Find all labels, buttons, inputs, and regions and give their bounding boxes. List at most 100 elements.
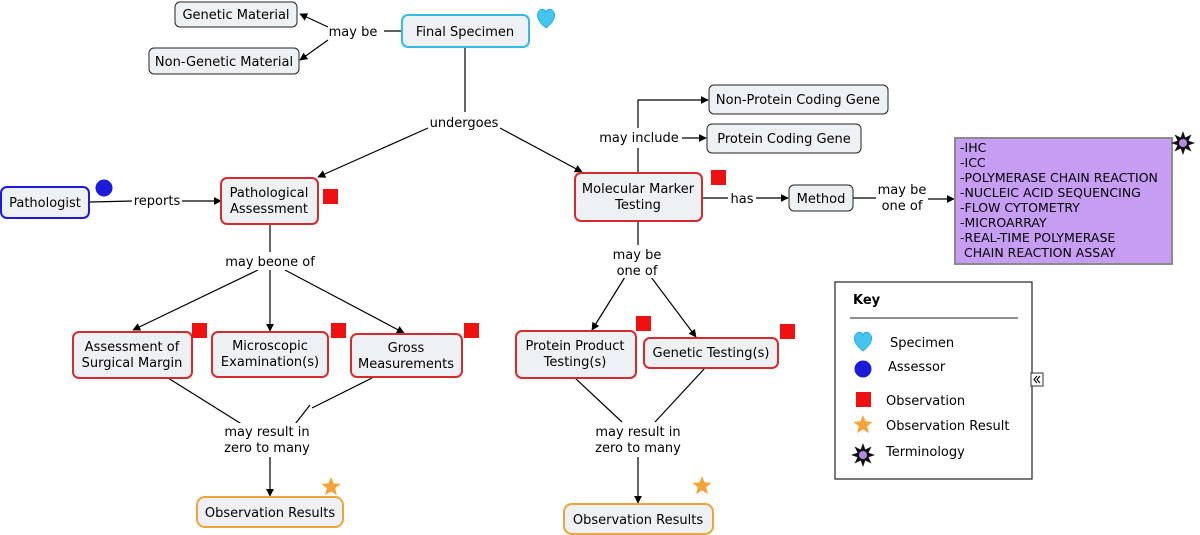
terminology-item: -REAL-TIME POLYMERASE <box>960 230 1115 245</box>
node-label-line1: Gross <box>388 341 425 356</box>
node-method[interactable]: Method <box>788 184 854 212</box>
connector <box>89 200 133 203</box>
node-label-line2: Surgical Margin <box>82 356 183 371</box>
connector <box>299 39 329 61</box>
key-label-observation-result: Observation Result <box>886 419 1009 434</box>
node-label: Pathologist <box>9 196 81 211</box>
node-label-line2: Examination(s) <box>221 355 319 370</box>
node-label: Non-Genetic Material <box>155 55 293 70</box>
connector <box>574 377 623 423</box>
node-assessment-surgical-margin[interactable]: Assessment of Surgical Margin <box>72 331 193 379</box>
node-molecular-marker-testing[interactable]: Molecular Marker Testing <box>574 172 703 222</box>
key-title: Key <box>853 293 881 308</box>
connector <box>132 269 259 331</box>
square-icon <box>636 316 651 331</box>
node-non-genetic-material[interactable]: Non-Genetic Material <box>148 47 300 75</box>
node-label: Genetic Material <box>182 8 289 23</box>
node-observation-results-left[interactable]: Observation Results <box>196 496 344 528</box>
circle-icon <box>854 360 872 378</box>
node-label: Genetic Testing(s) <box>653 346 770 361</box>
connector <box>591 276 626 331</box>
node-genetic-material[interactable]: Genetic Material <box>174 1 298 28</box>
node-label-line2: Testing <box>614 198 661 213</box>
link-label-may-be-one-of-method-line1: may be <box>878 183 927 198</box>
link-label-may-include: may include <box>599 131 679 146</box>
connector <box>317 127 429 178</box>
star-icon <box>321 477 341 496</box>
circle-icon <box>95 179 113 197</box>
key-legend: Key Specimen Assessor Observation Observ… <box>834 281 1033 480</box>
terminology-item: -ICC <box>960 155 986 170</box>
link-labels: may be undergoes reports may include has… <box>132 22 928 457</box>
connector <box>299 13 329 28</box>
node-label-line1: Assessment of <box>85 340 180 355</box>
node-label-line1: Pathological <box>230 186 309 201</box>
node-label: Method <box>797 192 846 207</box>
connector <box>284 269 405 334</box>
connector <box>167 377 249 429</box>
node-observation-results-right[interactable]: Observation Results <box>563 503 714 535</box>
star-icon <box>692 476 712 495</box>
node-non-protein-coding-gene[interactable]: Non-Protein Coding Gene <box>708 84 889 115</box>
node-label: Final Specimen <box>416 25 514 40</box>
link-label-may-result-right-line2: zero to many <box>595 441 681 456</box>
connector <box>654 367 706 423</box>
link-label-may-beone-of: may beone of <box>225 255 315 270</box>
square-icon <box>192 323 207 338</box>
node-protein-coding-gene[interactable]: Protein Coding Gene <box>706 123 862 154</box>
connector <box>650 276 697 338</box>
link-label-may-be-one-of-molecular-line2: one of <box>617 264 658 279</box>
connector <box>499 127 583 173</box>
heart-icon <box>853 331 873 352</box>
node-protein-product-testing[interactable]: Protein Product Testing(s) <box>515 330 637 379</box>
square-icon <box>464 323 479 338</box>
node-microscopic-examination[interactable]: Microscopic Examination(s) <box>211 331 329 378</box>
star-icon <box>853 415 873 434</box>
node-label: Non-Protein Coding Gene <box>716 93 880 108</box>
node-label-line1: Microscopic <box>232 339 308 354</box>
link-label-may-be-one-of-molecular-line1: may be <box>613 248 662 263</box>
link-label-may-be: may be <box>329 25 378 40</box>
node-icons <box>95 8 1195 496</box>
key-label-terminology: Terminology <box>885 445 965 460</box>
node-genetic-testing[interactable]: Genetic Testing(s) <box>643 337 779 369</box>
node-label-line2: Testing(s) <box>543 355 607 370</box>
square-icon <box>780 324 795 339</box>
heart-icon <box>536 8 556 29</box>
terminology-item: -IHC <box>960 140 987 155</box>
node-method-terminology-list[interactable]: -IHC -ICC -POLYMERASE CHAIN REACTION -NU… <box>954 137 1173 265</box>
node-label-line2: Assessment <box>230 202 308 217</box>
nodes: Genetic Material Non-Genetic Material Fi… <box>0 1 1173 535</box>
terminology-item: CHAIN REACTION ASSAY <box>960 245 1116 260</box>
square-icon <box>856 392 871 407</box>
link-label-may-result-right-line1: may result in <box>595 425 680 440</box>
connector <box>311 377 373 409</box>
double-chevron-left-icon[interactable] <box>1030 372 1044 387</box>
connectors <box>89 13 955 504</box>
key-label-specimen: Specimen <box>890 336 954 351</box>
square-icon <box>711 170 726 185</box>
node-label-line1: Protein Product <box>525 339 624 354</box>
node-label: Observation Results <box>205 506 335 521</box>
square-icon <box>323 189 338 204</box>
node-pathological-assessment[interactable]: Pathological Assessment <box>220 177 319 225</box>
node-label-line1: Molecular Marker <box>582 182 695 197</box>
node-final-specimen[interactable]: Final Specimen <box>401 14 530 48</box>
square-icon <box>331 323 346 338</box>
node-label: Observation Results <box>573 513 703 528</box>
terminology-item: -POLYMERASE CHAIN REACTION <box>960 170 1158 185</box>
terminology-item: -NUCLEIC ACID SEQUENCING <box>960 185 1141 200</box>
node-label: Protein Coding Gene <box>717 132 851 147</box>
link-label-reports: reports <box>134 194 181 209</box>
node-pathologist[interactable]: Pathologist <box>0 186 90 219</box>
link-label-may-result-left-line2: zero to many <box>224 441 310 456</box>
terminology-item: -MICROARRAY <box>960 215 1047 230</box>
burst-star-icon <box>1171 131 1195 155</box>
key-label-observation: Observation <box>886 394 965 409</box>
link-label-undergoes: undergoes <box>430 116 499 131</box>
node-label-line2: Measurements <box>358 357 454 372</box>
link-label-may-result-left-line1: may result in <box>224 425 309 440</box>
link-label-has: has <box>731 192 754 207</box>
node-gross-measurements[interactable]: Gross Measurements <box>350 333 463 378</box>
